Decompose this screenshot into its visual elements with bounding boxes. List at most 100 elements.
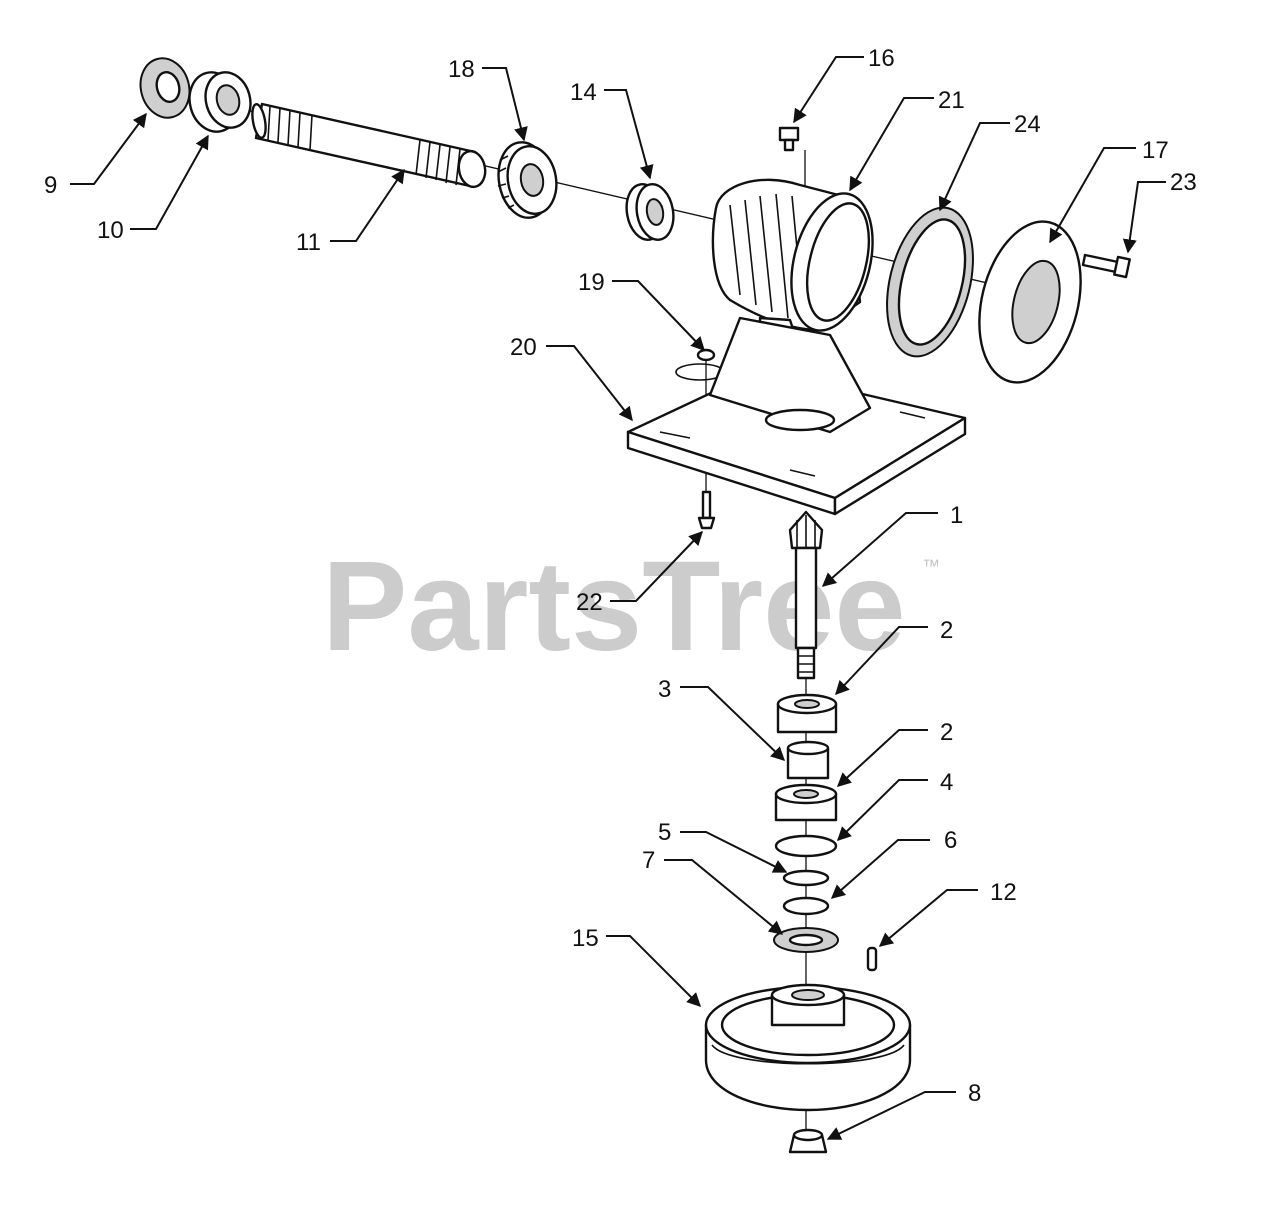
- part-8-nut[interactable]: [788, 1128, 828, 1154]
- callout-leader-line: [604, 89, 654, 180]
- callout-leader-line: [1122, 181, 1166, 254]
- callout-leader-line: [612, 280, 705, 352]
- callout-leader-line: [70, 112, 147, 185]
- part-18-gear[interactable]: [493, 138, 562, 222]
- callout-number: 5: [658, 819, 671, 846]
- part-4-ring[interactable]: [774, 834, 838, 858]
- callout-leader-line: [1049, 147, 1136, 244]
- callout-number: 19: [578, 269, 605, 296]
- callout-leader-line: [835, 626, 928, 696]
- callout-15[interactable]: 15: [572, 925, 701, 1007]
- callout-leader-line: [938, 122, 1010, 212]
- part-5-ring[interactable]: [782, 869, 830, 887]
- part-7-seal[interactable]: [773, 927, 839, 953]
- callout-2-lower[interactable]: 2: [836, 719, 953, 787]
- callout-number: 17: [1142, 137, 1169, 164]
- callout-number: 14: [570, 79, 597, 106]
- part-2-bearing-upper[interactable]: [776, 693, 838, 734]
- callout-number: 2: [940, 617, 953, 644]
- callout-leader-line: [610, 530, 703, 602]
- part-16-plug[interactable]: [778, 126, 800, 152]
- callout-leader-line: [680, 831, 788, 873]
- callout-leader-line: [606, 935, 701, 1007]
- callout-4[interactable]: 4: [837, 769, 953, 841]
- callout-11[interactable]: 11: [296, 168, 405, 256]
- callout-leader-line: [330, 168, 405, 242]
- part-2-bearing-lower[interactable]: [774, 783, 838, 822]
- callout-leader-line: [836, 729, 928, 787]
- callout-leader-line: [664, 859, 784, 935]
- callout-number: 18: [448, 56, 475, 83]
- callout-number: 10: [97, 217, 124, 244]
- callout-22[interactable]: 22: [576, 530, 703, 616]
- callout-8[interactable]: 8: [826, 1080, 981, 1140]
- callout-23[interactable]: 23: [1122, 169, 1197, 254]
- callout-number: 1: [950, 502, 963, 529]
- callout-leader-line: [849, 97, 934, 192]
- callout-number: 11: [296, 229, 321, 256]
- callout-number: 6: [944, 827, 957, 854]
- callout-17[interactable]: 17: [1049, 137, 1169, 244]
- callout-20[interactable]: 20: [510, 334, 633, 422]
- callout-number: 16: [868, 45, 895, 72]
- callout-24[interactable]: 24: [938, 111, 1041, 212]
- callout-7[interactable]: 7: [642, 847, 784, 935]
- callout-leader-line: [821, 512, 938, 587]
- part-12-key[interactable]: [866, 946, 878, 972]
- callout-6[interactable]: 6: [830, 827, 957, 899]
- callout-number: 9: [44, 172, 57, 199]
- callout-number: 23: [1170, 169, 1197, 196]
- callout-number: 12: [990, 879, 1017, 906]
- watermark-text: PartsTree: [322, 535, 906, 678]
- part-3-spacer[interactable]: [786, 740, 830, 780]
- callout-leader-line: [130, 134, 209, 230]
- callout-number: 21: [938, 87, 965, 114]
- callout-number: 7: [642, 847, 655, 874]
- callout-10[interactable]: 10: [97, 134, 209, 244]
- callout-number: 4: [940, 769, 953, 796]
- callout-leader-line: [680, 686, 786, 761]
- part-19-nut[interactable]: [696, 348, 716, 362]
- callout-18[interactable]: 18: [448, 56, 528, 142]
- callout-3[interactable]: 3: [658, 676, 786, 761]
- part-15-pulley[interactable]: [704, 983, 912, 1112]
- part-24-gasket[interactable]: [873, 199, 987, 366]
- callout-21[interactable]: 21: [849, 87, 965, 192]
- watermark-trademark: ™: [922, 556, 940, 576]
- callout-number: 2: [940, 719, 953, 746]
- callout-16[interactable]: 16: [793, 45, 895, 124]
- part-23-bolt[interactable]: [1081, 253, 1131, 279]
- callout-2-upper[interactable]: 2: [835, 617, 953, 696]
- callout-number: 20: [510, 334, 537, 361]
- callout-leader-line: [878, 889, 978, 947]
- callout-leader-line: [482, 67, 528, 142]
- part-1-pinion-shaft[interactable]: [788, 510, 824, 680]
- part-11-shaft[interactable]: [250, 102, 488, 189]
- callout-number: 24: [1014, 111, 1041, 138]
- part-20-plate[interactable]: [626, 316, 967, 516]
- part-9-seal[interactable]: [134, 53, 196, 123]
- callout-leader-line: [826, 1091, 956, 1140]
- part-14-bearing[interactable]: [622, 181, 677, 242]
- part-22-bolt[interactable]: [697, 490, 716, 530]
- callout-9[interactable]: 9: [44, 112, 147, 199]
- callout-19[interactable]: 19: [578, 269, 705, 352]
- part-6-snap-ring[interactable]: [782, 896, 830, 916]
- callout-number: 8: [968, 1080, 981, 1107]
- callout-5[interactable]: 5: [658, 819, 788, 873]
- callout-leader-line: [546, 345, 633, 422]
- part-21-housing[interactable]: [711, 178, 886, 422]
- callout-14[interactable]: 14: [570, 79, 654, 180]
- callout-1[interactable]: 1: [821, 502, 963, 587]
- callout-number: 22: [576, 589, 603, 616]
- callout-number: 15: [572, 925, 599, 952]
- callout-12[interactable]: 12: [878, 879, 1017, 947]
- part-10-bearing[interactable]: [183, 67, 256, 137]
- callout-leader-line: [837, 779, 928, 841]
- callout-number: 3: [658, 676, 671, 703]
- callout-leader-line: [830, 839, 930, 899]
- part-17-cover[interactable]: [964, 211, 1097, 393]
